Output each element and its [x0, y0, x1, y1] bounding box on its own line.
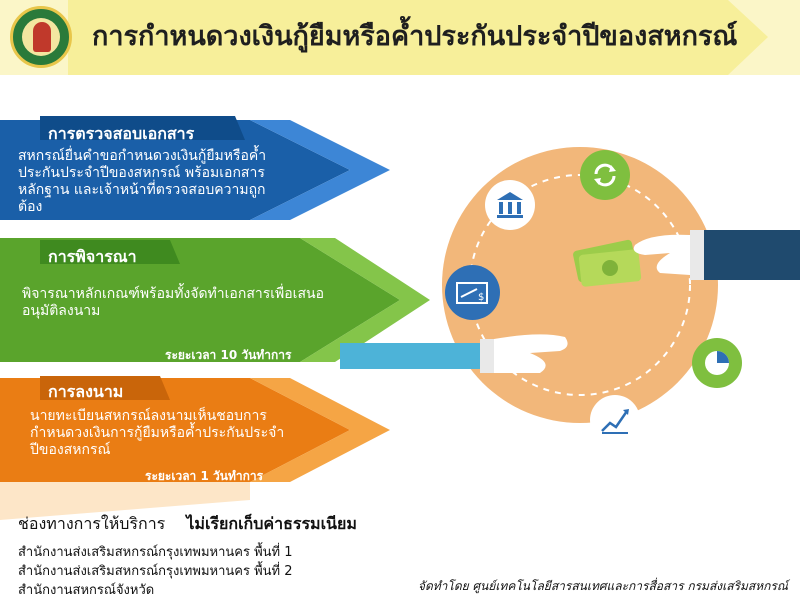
service-section: ช่องทางการให้บริการ ไม่เรียกเก็บค่าธรรมเ… [18, 512, 357, 600]
page-title: การกำหนดวงเงินกู้ยืมหรือค้ำประกันประจำปี… [92, 21, 738, 52]
step-2-chevron [0, 238, 400, 362]
office-item: สำนักงานสหกรณ์จังหวัด [18, 583, 155, 598]
check-payment-icon: $ [445, 265, 500, 320]
service-channel-row: ช่องทางการให้บริการ ไม่เรียกเก็บค่าธรรมเ… [18, 512, 357, 537]
steps-graphic [0, 116, 430, 520]
office-item: สำนักงานส่งเสริมสหกรณ์กรุงเทพมหานคร พื้น… [18, 564, 293, 579]
step-1-duration: ระยะเวลา 1 วันทำการ [120, 226, 239, 240]
step-2-text: พิจารณาหลักเกณฑ์พร้อมทั้งจัดทำเอกสารเพื่… [22, 286, 324, 319]
office-list: สำนักงานส่งเสริมสหกรณ์กรุงเทพมหานคร พื้น… [18, 543, 357, 600]
finance-illustration: $ [430, 140, 742, 445]
step-1-chevron [0, 120, 350, 220]
refresh-icon [580, 150, 630, 200]
svg-text:$: $ [478, 292, 484, 303]
fee-note: ไม่เรียกเก็บค่าธรรมเนียม [186, 514, 357, 533]
pie-chart-icon [692, 338, 742, 388]
credit-text: จัดทำโดย ศูนย์เทคโนโลยีสารสนเทศและการสื่… [417, 579, 788, 593]
step-2-duration: ระยะเวลา 10 วันทำการ [165, 348, 292, 362]
office-item: สำนักงานส่งเสริมสหกรณ์กรุงเทพมหานคร พื้น… [18, 545, 293, 560]
growth-chart-icon [590, 395, 640, 445]
step-1-text: สหกรณ์ยื่นคำขอกำหนดวงเงินกู้ยืมหรือค้ำปร… [18, 148, 267, 215]
header-arrow-shape [68, 0, 768, 75]
step-3-chevron [0, 378, 350, 482]
header-banner: การกำหนดวงเงินกู้ยืมหรือค้ำประกันประจำปี… [0, 0, 800, 75]
service-channel-title: ช่องทางการให้บริการ [18, 514, 166, 533]
cooperative-seal-icon [10, 6, 72, 68]
step-3-text: นายทะเบียนสหกรณ์ลงนามเห็นชอบการกำหนดวงเง… [30, 408, 285, 458]
money-handover-icon [570, 230, 650, 300]
receiving-hand-icon [340, 334, 568, 373]
process-steps: การตรวจสอบเอกสาร สหกรณ์ยื่นคำขอกำหนดวงเง… [0, 100, 430, 540]
step-2-title: การพิจารณา [48, 247, 137, 266]
giving-hand-icon [633, 230, 800, 280]
bank-icon [485, 180, 535, 230]
step-3-title: การลงนาม [48, 382, 124, 401]
step-3-duration: ระยะเวลา 1 วันทำการ [145, 469, 264, 483]
step-1-title: การตรวจสอบเอกสาร [48, 124, 195, 143]
